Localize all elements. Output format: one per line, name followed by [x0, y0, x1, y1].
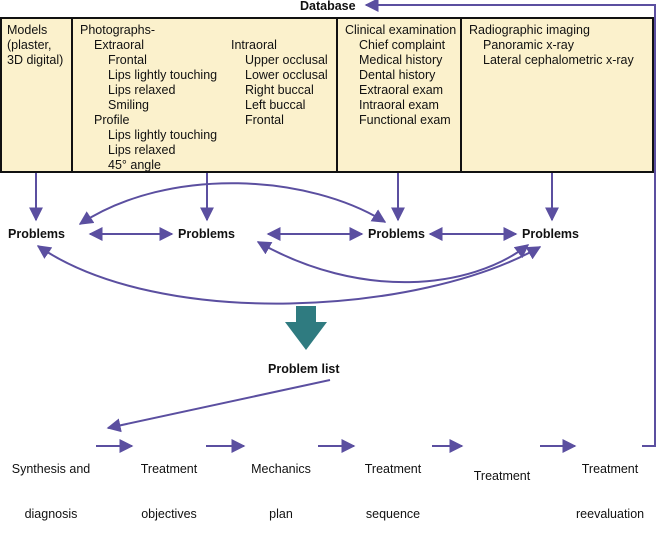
intraoral-line: Frontal: [245, 113, 284, 127]
problems-label: Problems: [522, 227, 579, 241]
step-treatment: Treatment: [466, 439, 538, 514]
database-title: Database: [300, 0, 356, 13]
photo-line: Lips relaxed: [108, 143, 176, 157]
models-line: 3D digital): [7, 53, 64, 67]
clinical-line: Functional exam: [359, 113, 451, 127]
step-line: Treatment: [364, 462, 422, 476]
step-line: diagnosis: [24, 507, 78, 521]
radiographic-line: Lateral cephalometric x-ray: [483, 53, 634, 67]
photo-line: Profile: [94, 113, 130, 127]
problem-list-to-synthesis-arrow: [106, 379, 331, 433]
photo-line: Frontal: [108, 53, 147, 67]
clinical-line: Dental history: [359, 68, 436, 82]
photographs-heading: Photographs-: [80, 23, 156, 37]
clinical-line: Intraoral exam: [359, 98, 439, 112]
clinical-line: Extraoral exam: [359, 83, 444, 97]
problems-curve-arrow: [256, 241, 530, 284]
photo-line: 45° angle: [108, 158, 161, 172]
step-sequence: Treatment sequence: [356, 432, 430, 552]
intraoral-line: Upper occlusal: [245, 53, 328, 67]
step-line: Mechanics: [251, 462, 311, 476]
problems-label: Problems: [178, 227, 235, 241]
problems-curve-arrow: [78, 182, 387, 225]
photo-line: Extraoral: [94, 38, 145, 52]
database-box: [0, 17, 654, 173]
radiographic-heading: Radiographic imaging: [469, 23, 590, 37]
diagram-canvas: [0, 0, 656, 453]
photo-line: Lips lightly touching: [108, 128, 218, 142]
problems-curve-arrow: [36, 245, 542, 305]
problems-label: Problems: [8, 227, 65, 241]
models-line: (plaster,: [7, 38, 52, 52]
step-objectives: Treatment objectives: [134, 432, 204, 552]
step-reevaluation: Treatment reevaluation: [576, 432, 644, 552]
reevaluation-feedback-arrow: [364, 0, 656, 447]
step-line: plan: [269, 507, 293, 521]
intraoral-line: Left buccal: [245, 98, 306, 112]
radiographic-line: Panoramic x-ray: [483, 38, 574, 52]
photo-line: Smiling: [108, 98, 149, 112]
database-flow-diagram: Database Models (plaster, 3D digital) Ph…: [0, 0, 656, 521]
intraoral-heading: Intraoral: [231, 38, 277, 52]
clinical-line: Medical history: [359, 53, 443, 67]
intraoral-line: Right buccal: [245, 83, 314, 97]
photo-line: Lips relaxed: [108, 83, 176, 97]
step-mechanics: Mechanics plan: [246, 432, 316, 552]
step-line: reevaluation: [576, 507, 645, 521]
step-line: Treatment: [140, 462, 198, 476]
intraoral-line: Lower occlusal: [245, 68, 328, 82]
photo-line: Lips lightly touching: [108, 68, 218, 82]
step-line: Treatment: [581, 462, 639, 476]
clinical-line: Chief complaint: [359, 38, 446, 52]
problems-label: Problems: [368, 227, 425, 241]
step-line: objectives: [141, 507, 197, 521]
big-down-arrow: [285, 306, 327, 350]
step-synthesis: Synthesis and diagnosis: [8, 432, 94, 552]
clinical-heading: Clinical examination: [345, 23, 457, 37]
problem-list-label: Problem list: [268, 362, 340, 376]
step-line: Synthesis and: [11, 462, 91, 476]
models-heading: Models: [7, 23, 48, 37]
step-line: Treatment: [473, 469, 531, 483]
step-line: sequence: [365, 507, 421, 521]
